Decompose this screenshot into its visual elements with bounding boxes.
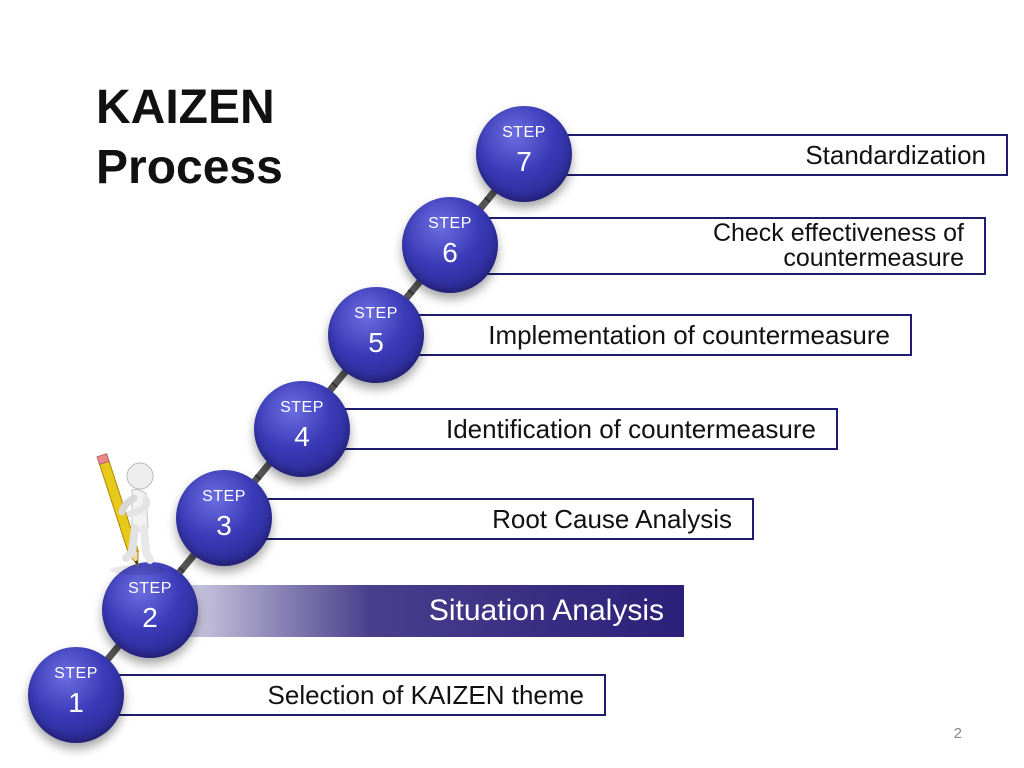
stick-figure-with-pencil-icon	[96, 453, 166, 575]
page-title: KAIZEN Process	[96, 78, 283, 198]
step-5-circle: STEP 5	[328, 287, 424, 383]
step-7-box: Standardization	[530, 134, 1008, 176]
step-1-box: Selection of KAIZEN theme	[84, 674, 606, 716]
step-3-text: Root Cause Analysis	[492, 504, 732, 534]
page-number: 2	[953, 725, 962, 742]
step-4-text: Identification of countermeasure	[446, 414, 816, 444]
step-4-label: STEP	[280, 399, 324, 416]
step-2-number: 2	[142, 602, 158, 633]
step-3-box: Root Cause Analysis	[232, 498, 754, 540]
step-7-circle: STEP 7	[476, 106, 572, 202]
step-5-number: 5	[368, 327, 384, 358]
step-1-number: 1	[68, 687, 84, 718]
step-1-text: Selection of KAIZEN theme	[267, 680, 584, 710]
step-2-box-highlighted: Situation Analysis	[160, 585, 684, 637]
step-4-number: 4	[294, 421, 310, 452]
step-7-text: Standardization	[805, 140, 986, 170]
step-6-text-line2: countermeasure	[783, 244, 964, 272]
step-7-label: STEP	[502, 124, 546, 141]
step-6-circle: STEP 6	[402, 197, 498, 293]
step-6-box: Check effectiveness of countermeasure	[458, 217, 986, 275]
step-1-circle: STEP 1	[28, 647, 124, 743]
step-7-number: 7	[516, 146, 532, 177]
step-3-circle: STEP 3	[176, 470, 272, 566]
step-3-label: STEP	[202, 488, 246, 505]
step-6-number: 6	[442, 237, 458, 268]
step-6-label: STEP	[428, 215, 472, 232]
title-line2: Process	[96, 141, 283, 194]
step-2-label: STEP	[128, 580, 172, 597]
step-1-label: STEP	[54, 665, 98, 682]
step-3-number: 3	[216, 510, 232, 541]
step-5-text: Implementation of countermeasure	[488, 320, 890, 350]
step-5-label: STEP	[354, 305, 398, 322]
step-5-box: Implementation of countermeasure	[382, 314, 912, 356]
step-4-box: Identification of countermeasure	[308, 408, 838, 450]
title-line1: KAIZEN	[96, 81, 275, 134]
step-6-text-line1: Check effectiveness of	[712, 219, 964, 247]
step-4-circle: STEP 4	[254, 381, 350, 477]
step-2-circle: STEP 2	[102, 562, 198, 658]
step-2-text: Situation Analysis	[428, 594, 664, 627]
